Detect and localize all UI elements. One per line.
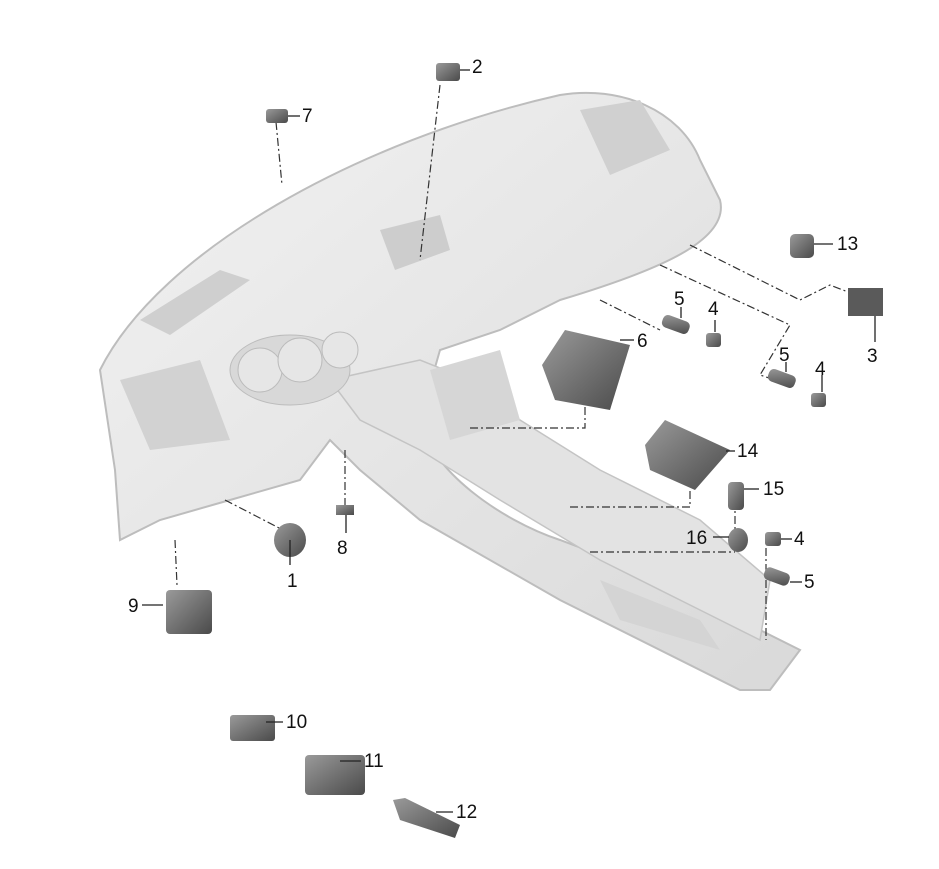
part-4-cap — [765, 532, 781, 546]
callout-4c: 4 — [794, 529, 805, 550]
part-16-switch — [393, 798, 460, 838]
callout-11: 11 — [364, 751, 384, 772]
callout-15: 16 — [686, 528, 708, 549]
part-6-switch-block — [542, 330, 630, 410]
leader-lines — [174, 84, 849, 640]
part-10-switch — [230, 715, 275, 741]
callout-13: 14 — [737, 441, 759, 462]
callout-10: 10 — [286, 712, 308, 733]
callout-7: 7 — [302, 106, 313, 127]
dashboard-assembly — [98, 91, 802, 691]
callout-ticks — [142, 69, 876, 813]
callout-6: 6 — [637, 331, 648, 352]
callout-4a: 4 — [708, 299, 719, 320]
part-4-cap — [811, 393, 826, 407]
callout-12: 13 — [837, 234, 859, 255]
part-2-switch — [436, 63, 460, 81]
callout-5a: 5 — [674, 289, 685, 310]
callout-14: 15 — [763, 479, 785, 500]
part-15-ring — [728, 528, 748, 552]
part-4-cap — [706, 333, 721, 347]
part-13-switch-panel — [645, 420, 730, 490]
part-5-socket — [661, 314, 690, 334]
callout-5c: 5 — [804, 572, 815, 593]
part-7-sensor — [266, 109, 288, 123]
part-9-switch — [166, 590, 212, 634]
part-5-socket — [763, 567, 790, 586]
part-14-socket — [728, 482, 744, 510]
callout-16: 12 — [456, 802, 478, 823]
callout-4b: 4 — [815, 359, 826, 380]
part-5-socket — [767, 368, 796, 388]
part-8-sensor — [336, 505, 354, 515]
part-12-switch — [790, 234, 814, 258]
callout-2: 2 — [472, 57, 483, 78]
part-3-switch-panel — [848, 288, 883, 316]
callout-3: 3 — [867, 346, 878, 367]
callout-1: 1 — [287, 571, 298, 592]
callout-8: 8 — [337, 538, 348, 559]
part-11-window-switch — [305, 755, 365, 795]
callout-9: 9 — [128, 596, 139, 617]
callout-5b: 5 — [779, 345, 790, 366]
